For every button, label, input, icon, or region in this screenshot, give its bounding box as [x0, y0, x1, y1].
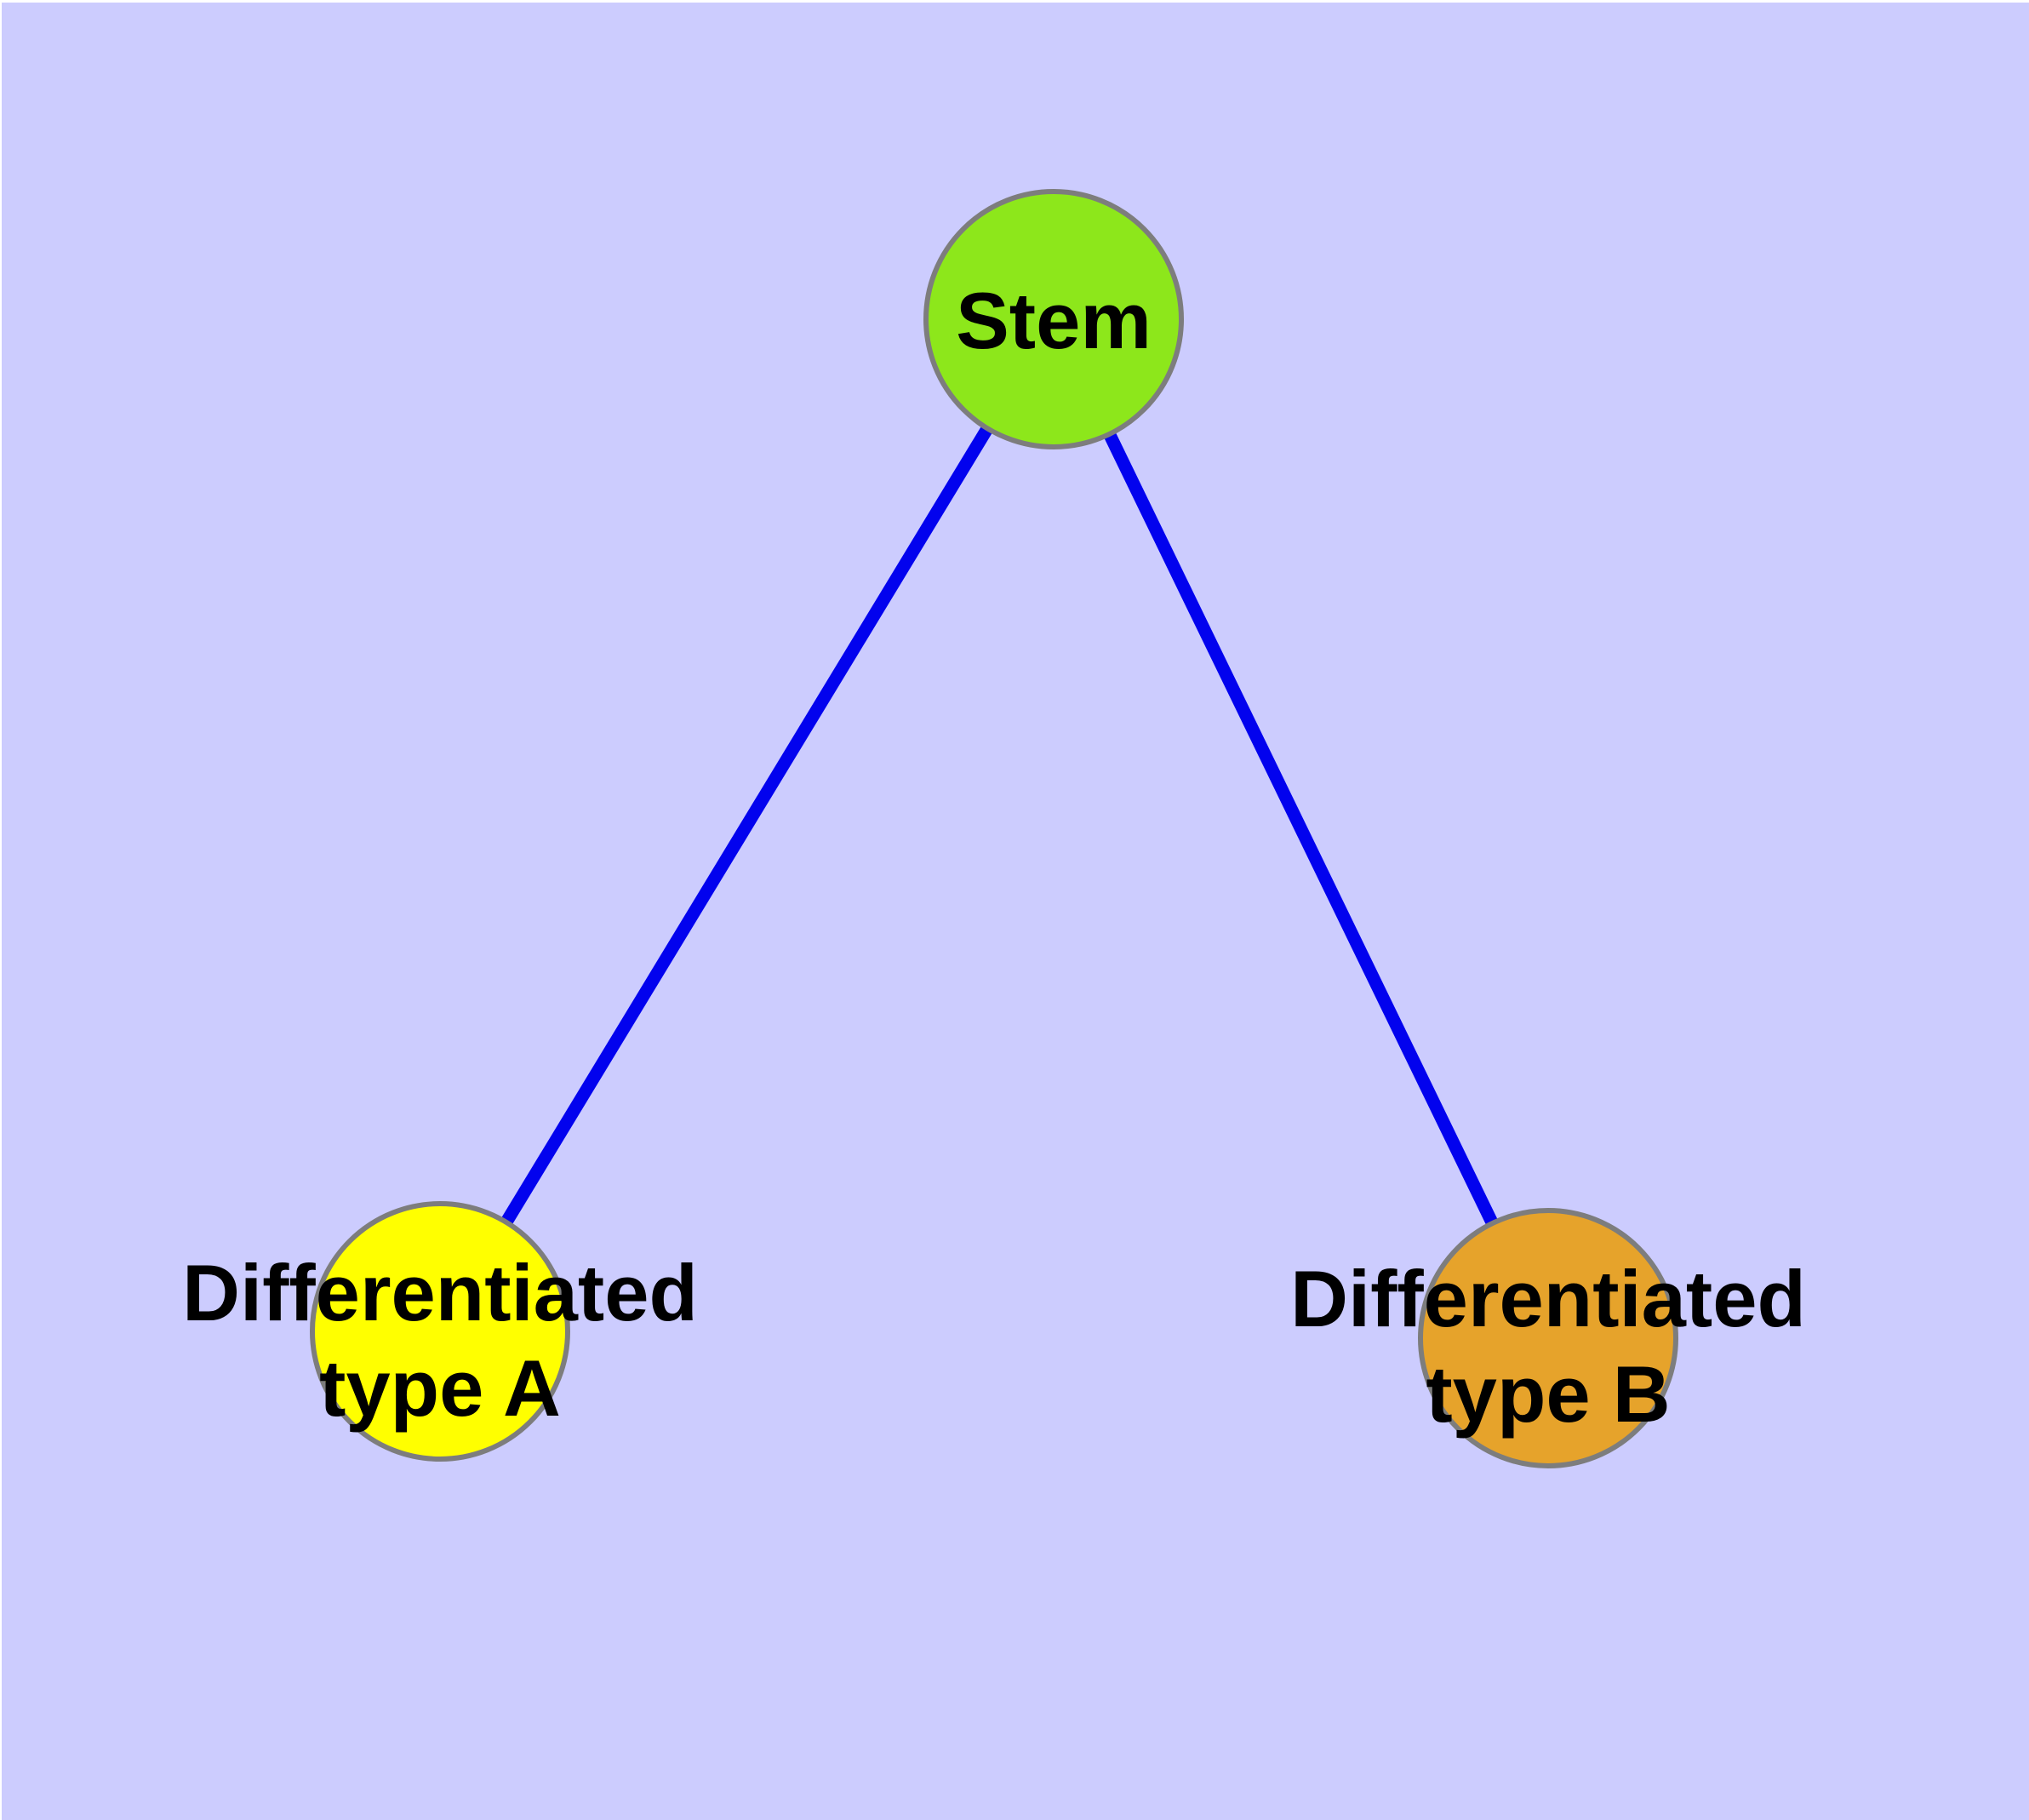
node-type-a-label-line2: type A — [319, 1343, 561, 1433]
edge-stem-to-type-a — [434, 316, 1060, 1335]
node-stem-label: Stem — [956, 276, 1152, 365]
node-differentiated-type-a — [310, 1201, 570, 1462]
node-type-a-label-line1: Differentiated — [182, 1248, 698, 1337]
edge-stem-to-type-b — [1048, 316, 1554, 1342]
node-stem — [923, 189, 1184, 449]
node-type-b-label-line2: type B — [1426, 1349, 1670, 1439]
node-differentiated-type-b — [1418, 1208, 1678, 1468]
node-type-b-label-line1: Differentiated — [1290, 1254, 1806, 1343]
